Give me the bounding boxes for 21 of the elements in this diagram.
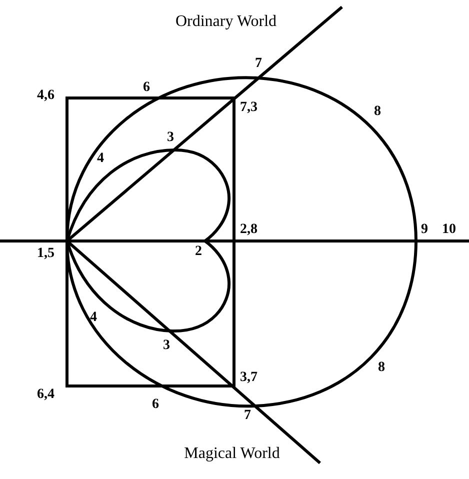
point-number: 9 (421, 222, 428, 238)
point-number: 3 (167, 130, 174, 146)
region-label: Ordinary World (175, 14, 277, 30)
point-number: 2,8 (240, 222, 258, 238)
point-number: 3 (163, 338, 170, 354)
point-number: 3,7 (240, 370, 258, 386)
point-number: 8 (378, 360, 385, 376)
point-number: 10 (442, 222, 456, 238)
point-number: 7 (244, 408, 251, 424)
point-number: 4 (90, 310, 97, 326)
point-number: 4,6 (37, 88, 54, 104)
point-number: 1,5 (37, 246, 54, 262)
point-number: 7,3 (240, 100, 258, 116)
point-number: 4 (97, 151, 104, 167)
region-label: Magical World (184, 446, 280, 462)
point-number: 7 (255, 56, 262, 72)
point-number: 2 (195, 244, 202, 260)
point-number: 6,4 (37, 387, 54, 403)
point-number: 6 (143, 80, 150, 96)
point-number: 6 (152, 397, 159, 413)
point-number: 8 (374, 104, 381, 120)
